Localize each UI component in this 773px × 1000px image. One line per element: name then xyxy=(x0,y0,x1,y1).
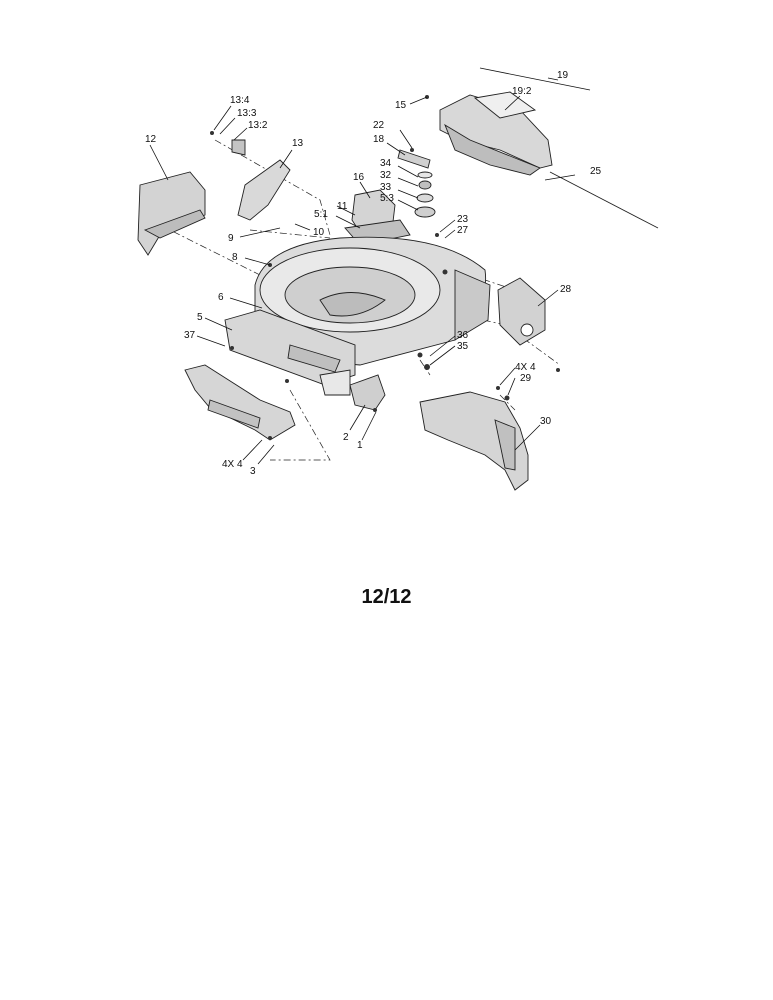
callout-13-4: 13:4 xyxy=(230,95,250,106)
rod-part-25 xyxy=(549,171,659,229)
callout-13-2: 13:2 xyxy=(248,120,268,131)
plate-part-2 xyxy=(349,374,386,411)
callout-32: 32 xyxy=(380,170,392,181)
callout-5-1: 5:1 xyxy=(314,209,328,220)
callout-22: 22 xyxy=(373,120,385,131)
callout-13: 13 xyxy=(292,138,304,149)
callout-15: 15 xyxy=(395,100,407,111)
callout-9: 9 xyxy=(228,233,234,244)
callout-30: 30 xyxy=(540,416,552,427)
hardware-stack xyxy=(397,149,436,218)
callout-1: 1 xyxy=(357,440,363,451)
callout-8: 8 xyxy=(232,252,238,263)
callout-12: 12 xyxy=(145,134,157,145)
callout-33: 33 xyxy=(380,182,392,193)
axle-bracket-part-3 xyxy=(184,364,296,441)
callout-13-3: 13:3 xyxy=(237,108,257,119)
callout-labels: 19 19:2 15 22 18 34 32 33 5:3 25 13:4 13… xyxy=(145,70,602,477)
callout-16: 16 xyxy=(353,172,365,183)
callout-35: 35 xyxy=(457,341,469,352)
rear-flap-part-12 xyxy=(137,171,206,256)
callout-5: 5 xyxy=(197,312,203,323)
callout-29: 29 xyxy=(520,373,532,384)
callout-10: 10 xyxy=(313,227,325,238)
callout-36: 36 xyxy=(457,330,469,341)
callout-27: 27 xyxy=(457,225,469,236)
callout-11: 11 xyxy=(337,201,348,212)
cover-part-16 xyxy=(344,189,411,246)
callout-5-3: 5:3 xyxy=(380,193,394,204)
callout-19-2: 19:2 xyxy=(512,86,532,97)
bracket-part-28 xyxy=(497,277,546,346)
callout-2: 2 xyxy=(343,432,349,443)
callout-18: 18 xyxy=(373,134,385,145)
page-number: 12/12 xyxy=(361,586,412,608)
callout-25: 25 xyxy=(590,166,602,177)
callout-4x4-left: 4X 4 xyxy=(222,459,243,470)
handle-top-part-19 xyxy=(439,91,553,176)
callout-23: 23 xyxy=(457,214,469,225)
callout-4x4-right: 4X 4 xyxy=(515,362,536,373)
callout-37: 37 xyxy=(184,330,196,341)
front-bumper-part-5 xyxy=(224,309,356,396)
leader-lines xyxy=(149,67,591,465)
callout-28: 28 xyxy=(560,284,572,295)
chute-part-30 xyxy=(419,391,529,491)
callout-6: 6 xyxy=(218,292,224,303)
callout-19: 19 xyxy=(557,70,569,81)
bracket-part-13 xyxy=(231,139,291,221)
callout-34: 34 xyxy=(380,158,392,169)
callout-3: 3 xyxy=(250,466,256,477)
